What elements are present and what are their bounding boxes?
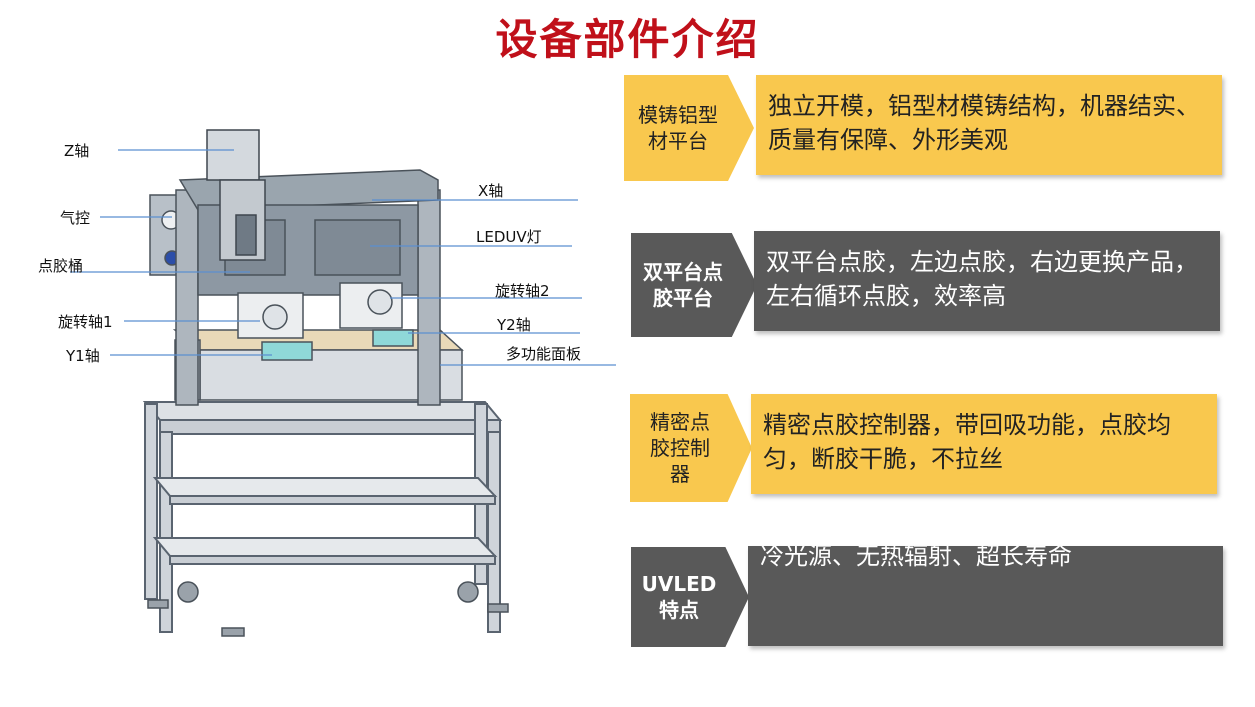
- feature-text-cast-aluminum-platform: 独立开模，铝型材模铸结构，机器结实、质量有保障、外形美观: [756, 75, 1222, 175]
- label-y1-axis: Y1轴: [66, 347, 100, 365]
- feature-text-precision-controller: 精密点胶控制器，带回吸功能，点胶均匀，断胶干脆，不拉丝: [751, 394, 1217, 494]
- label-rotary-axis-2: 旋转轴2: [495, 282, 550, 300]
- label-glue-barrel: 点胶桶: [38, 257, 84, 275]
- feature-tag-dual-platform: 双平台点胶平台: [631, 233, 757, 337]
- label-x-axis: X轴: [478, 182, 504, 200]
- feature-text-uvled: 冷光源、无热辐射、超长寿命: [748, 546, 1223, 646]
- dispensing-machine-illustration: [70, 129, 616, 637]
- label-rotary-axis-1: 旋转轴1: [58, 313, 113, 331]
- feature-tag-precision-controller: 精密点胶控制器: [630, 394, 752, 502]
- label-air-control: 气控: [60, 209, 91, 227]
- label-multi-function-panel: 多功能面板: [506, 345, 582, 363]
- label-ledUV-lamp: LEDUV灯: [476, 228, 542, 246]
- feature-tag-cast-aluminum-platform: 模铸铝型材平台: [624, 75, 754, 181]
- label-z-axis: Z轴: [64, 142, 90, 160]
- label-y2-axis: Y2轴: [497, 316, 531, 334]
- page-title: 设备部件介绍: [495, 15, 760, 64]
- feature-text-dual-platform: 双平台点胶，左边点胶，右边更换产品，左右循环点胶，效率高: [754, 231, 1220, 331]
